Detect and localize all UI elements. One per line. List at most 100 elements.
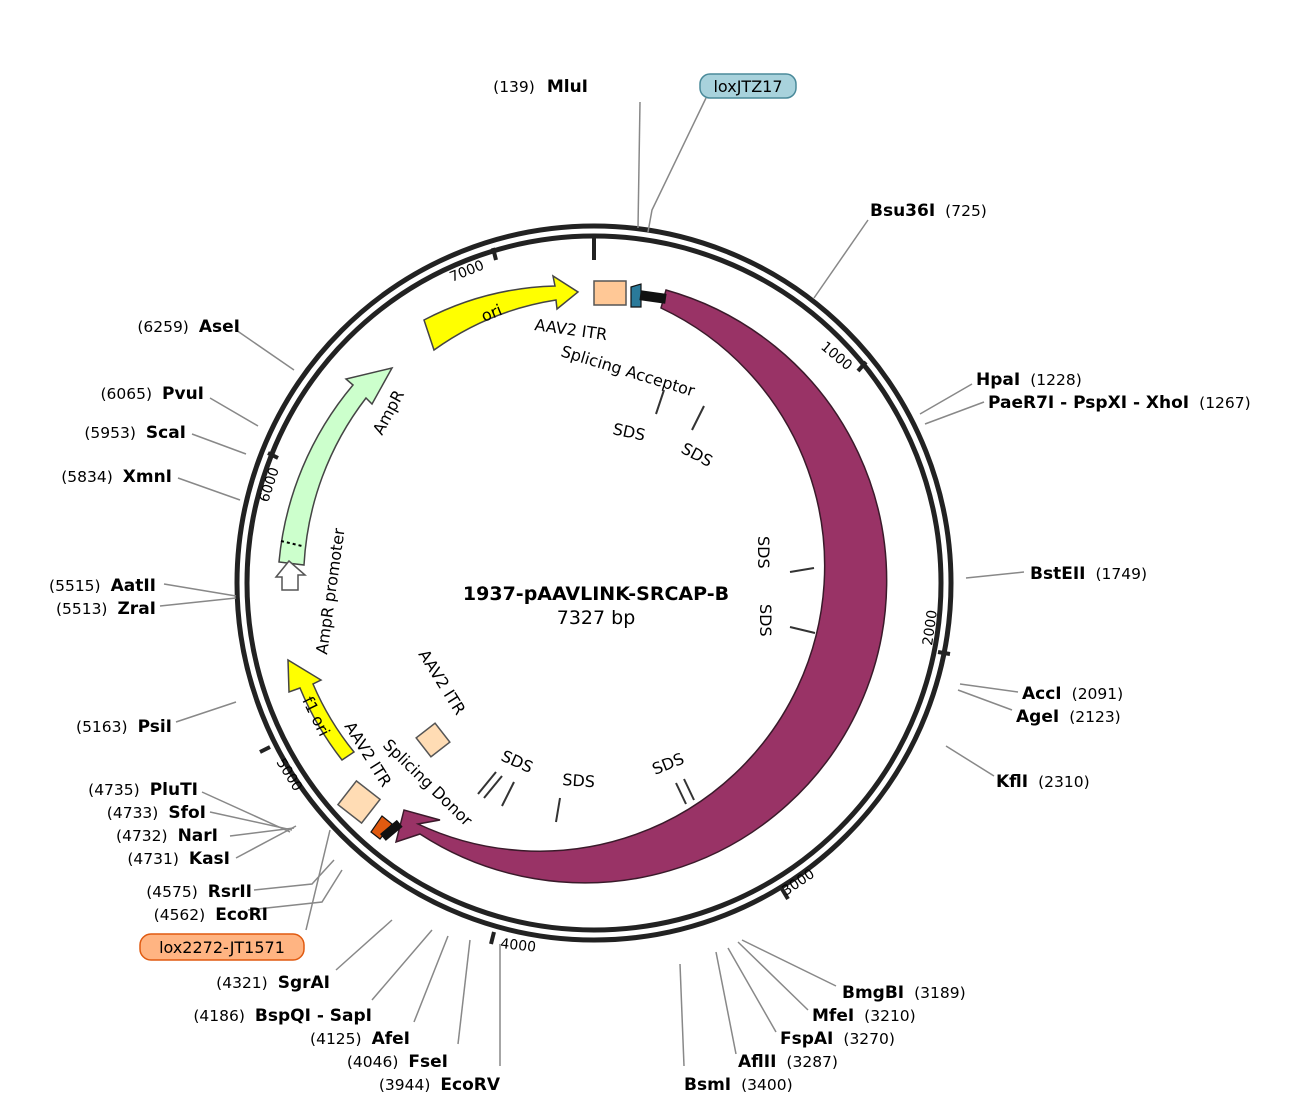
itr-label-top: AAV2 ITR: [533, 315, 608, 344]
site-bmgbi[interactable]: BmgBI(3189): [842, 983, 966, 1003]
site-bsmi-pos: (3400): [741, 1076, 793, 1094]
site-fspai[interactable]: FspAI(3270): [780, 1029, 895, 1049]
leader-bsu36i: [813, 219, 869, 299]
sds-tick-2: [691, 405, 705, 431]
site-hpai[interactable]: HpaI(1228): [976, 370, 1082, 390]
site-scai[interactable]: (5953)ScaI: [84, 423, 186, 443]
leader-scai: [191, 433, 247, 455]
site-ecori-pos: (4562): [154, 906, 206, 924]
site-pluti-pos: (4735): [88, 781, 140, 799]
site-labels-left: (3944) EcoRV (4046)FseI (4125)AfeI (4186)…: [49, 317, 501, 1095]
site-pvui-name: PvuI: [162, 384, 204, 404]
leader-aflii: [715, 951, 737, 1055]
sds-label-2: SDS: [678, 439, 716, 471]
site-xhoi[interactable]: PaeR7I - PspXI - XhoI(1267): [988, 393, 1251, 413]
sds-tick-3: [789, 567, 815, 573]
site-kfli[interactable]: KflI(2310): [996, 772, 1090, 792]
leader-zrai: [159, 597, 237, 607]
site-ecorv[interactable]: (3944) EcoRV: [379, 1075, 501, 1095]
site-kasi[interactable]: (4731)KasI: [127, 849, 230, 869]
tick-7000: [491, 247, 498, 261]
lox-bottom-badge-label: lox2272-JT1571: [159, 938, 285, 957]
tick-label-6000: 6000: [257, 465, 283, 504]
sds-tick-7c: [501, 781, 515, 807]
site-pluti[interactable]: (4735) PluTI: [88, 780, 198, 800]
site-acci-name: AccI: [1022, 684, 1062, 704]
tick-3000: [780, 887, 790, 901]
site-sgrai[interactable]: (4321)SgrAI: [216, 973, 330, 993]
leader-bsmi: [679, 963, 685, 1067]
site-ecorv-name: EcoRV: [440, 1075, 500, 1095]
ampr-feature[interactable]: [278, 366, 394, 566]
site-psii[interactable]: (5163)PsiI: [76, 717, 172, 737]
site-fsei-name: FseI: [408, 1052, 448, 1072]
site-bsmi[interactable]: BsmI(3400): [684, 1075, 793, 1095]
leader-bmgbi: [741, 939, 837, 987]
site-nari[interactable]: (4732)NarI: [116, 826, 218, 846]
site-aflii-pos: (3287): [786, 1053, 838, 1071]
lox-top-marker[interactable]: [630, 283, 642, 308]
sds-label-7: SDS: [498, 746, 536, 777]
sds-tick-5a: [675, 782, 687, 805]
leader-agei: [957, 689, 1013, 711]
leader-mlui: [637, 101, 641, 229]
sds-label-5: SDS: [649, 749, 686, 779]
sds-label-6: SDS: [562, 770, 596, 791]
site-xmni[interactable]: (5834) XmnI: [61, 467, 172, 487]
site-aatii[interactable]: (5515)AatII: [49, 576, 156, 596]
site-sfoi-pos: (4733): [107, 804, 159, 822]
site-mlui-pos: (139): [493, 78, 535, 96]
leader-lox2272: [305, 829, 331, 931]
itr-box-top[interactable]: [593, 280, 627, 306]
site-asei[interactable]: (6259)AseI: [137, 317, 240, 337]
site-ecori[interactable]: (4562)EcoRI: [154, 905, 268, 925]
lox-top-badge[interactable]: [699, 73, 797, 99]
site-afei[interactable]: (4125)AfeI: [310, 1029, 410, 1049]
site-mfei-pos: (3210): [864, 1007, 916, 1025]
tick-6000: [267, 451, 279, 460]
site-pvui[interactable]: (6065) PvuI: [100, 384, 204, 404]
backbone-inner-ring: [244, 233, 944, 933]
site-bsu36i[interactable]: Bsu36I(725): [870, 201, 987, 221]
site-xmni-name: XmnI: [123, 467, 172, 487]
site-mfei[interactable]: MfeI (3210): [812, 1006, 916, 1026]
lox-bottom-badge[interactable]: [139, 933, 305, 961]
site-pluti-name: PluTI: [150, 780, 198, 800]
ampr-promoter-feature[interactable]: [274, 559, 307, 591]
site-ecorv-pos: (3944): [379, 1076, 431, 1094]
leader-aatii: [163, 583, 237, 597]
leader-mfei: [737, 941, 809, 1011]
site-pvui-pos: (6065): [100, 385, 152, 403]
site-rsrii[interactable]: (4575)RsrII: [146, 882, 252, 902]
site-sapi[interactable]: (4186)BspQI - SapI: [193, 1006, 372, 1026]
site-zrai[interactable]: (5513)ZraI: [56, 599, 156, 619]
site-kfli-name: KflI: [996, 772, 1028, 792]
leader-kfli: [945, 745, 995, 777]
site-mlui[interactable]: (139)MluI: [493, 77, 588, 97]
srcap-feature[interactable]: [394, 289, 888, 884]
site-acci-pos: (2091): [1072, 685, 1124, 703]
site-fsei[interactable]: (4046)FseI: [347, 1052, 448, 1072]
ori-feature[interactable]: [423, 274, 580, 352]
site-bsteii[interactable]: BstEII(1749): [1030, 564, 1147, 584]
site-hpai-name: HpaI: [976, 370, 1020, 390]
leader-bsteii: [965, 571, 1025, 579]
site-agei-name: AgeI: [1016, 707, 1059, 727]
f1-ori-feature[interactable]: [287, 658, 356, 762]
site-xmni-pos: (5834): [61, 468, 113, 486]
site-afei-name: AfeI: [372, 1029, 410, 1049]
site-mfei-name: MfeI: [812, 1006, 854, 1026]
sds-label-4: SDS: [756, 604, 775, 637]
itr-box-inner[interactable]: [415, 722, 451, 758]
site-scai-pos: (5953): [84, 424, 136, 442]
leader-sapi: [371, 929, 433, 1001]
site-fspai-name: FspAI: [780, 1029, 833, 1049]
itr-box-bottom-left[interactable]: [336, 779, 382, 825]
site-sfoi[interactable]: (4733)SfoI: [107, 803, 206, 823]
tick-1000: [856, 360, 868, 373]
site-aflii[interactable]: AflII(3287): [738, 1052, 838, 1072]
site-zrai-name: ZraI: [117, 599, 156, 619]
site-acci[interactable]: AccI (2091): [1022, 684, 1123, 704]
site-agei[interactable]: AgeI(2123): [1016, 707, 1121, 727]
